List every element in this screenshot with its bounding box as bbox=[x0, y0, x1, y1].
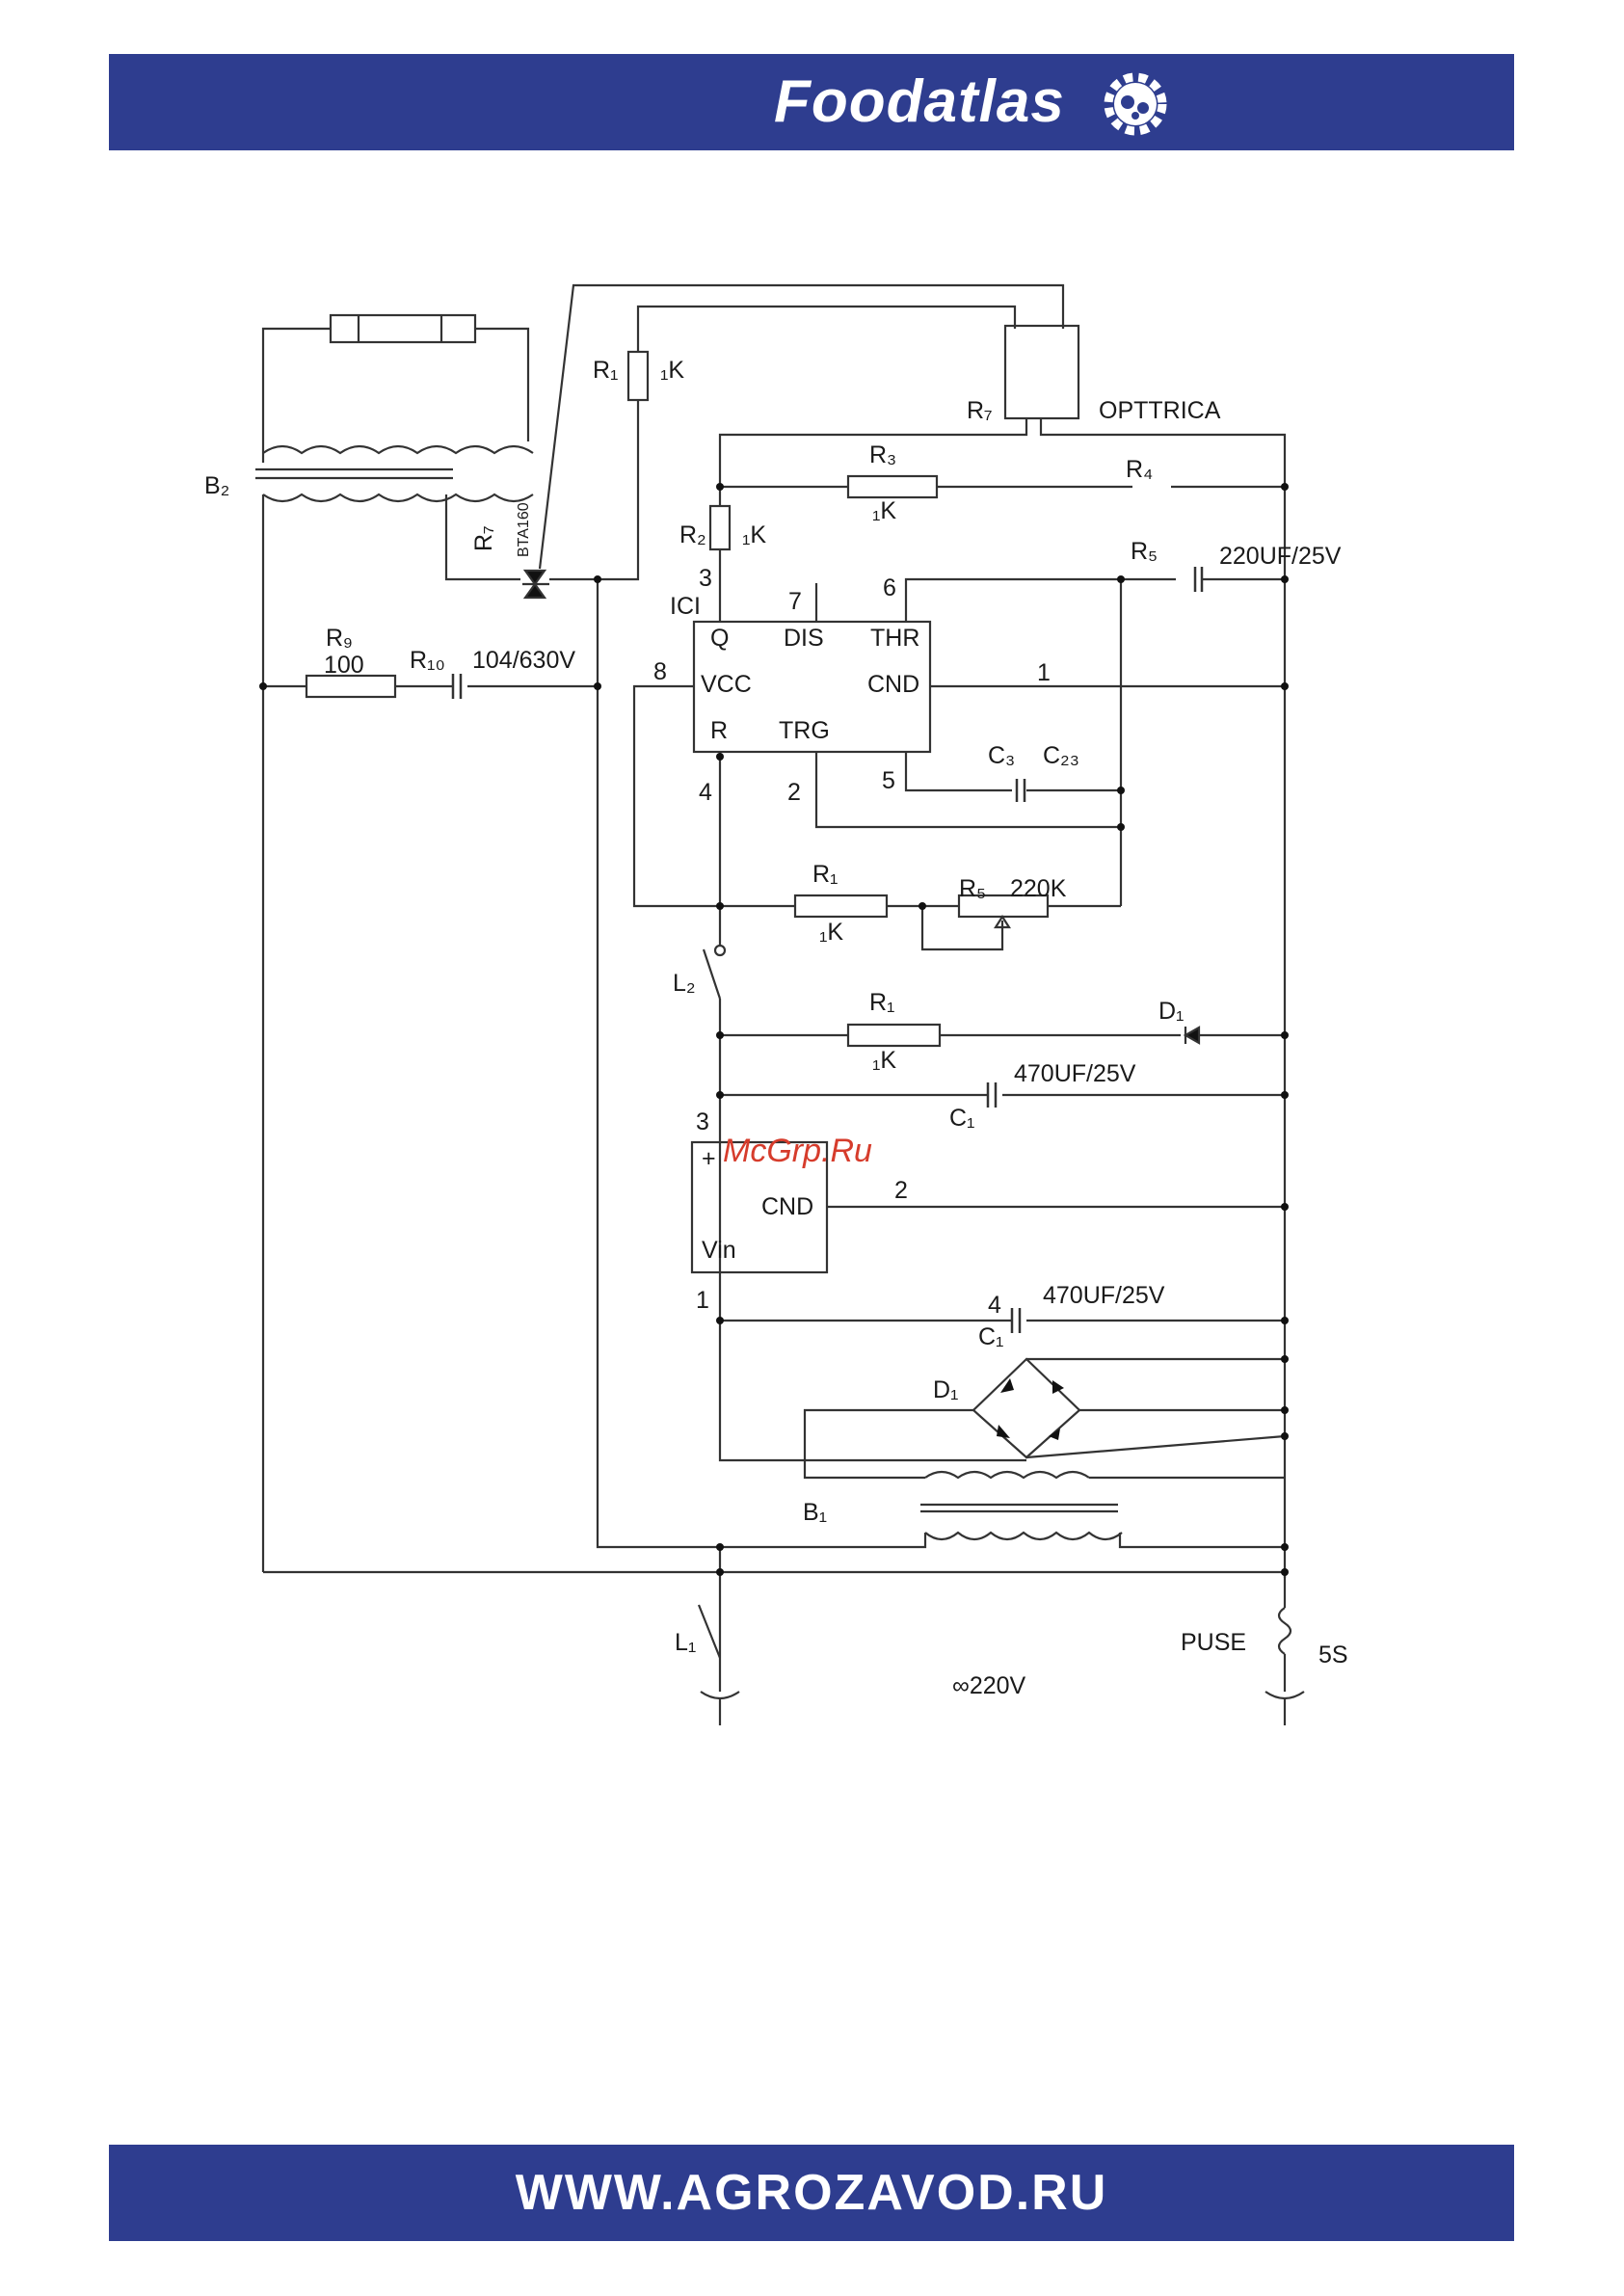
label-b1: B₁ bbox=[803, 1499, 827, 1526]
label-ic-r: R bbox=[710, 717, 728, 744]
label-r1-top: R₁ bbox=[593, 357, 619, 384]
label-r1-mid-value: ₁K bbox=[819, 919, 843, 946]
label-r9-value: 100 bbox=[324, 652, 364, 679]
label-pin-6: 6 bbox=[883, 574, 896, 601]
label-d1a: D₁ bbox=[1158, 998, 1185, 1025]
label-r2-value: ₁K bbox=[742, 521, 766, 548]
label-cap-104: 104/630V bbox=[472, 647, 575, 674]
label-r1-low-value: ₁K bbox=[872, 1047, 896, 1074]
label-plus: + bbox=[702, 1145, 716, 1172]
label-cap-220uf: 220UF/25V bbox=[1219, 543, 1342, 570]
label-pin-3: 3 bbox=[699, 565, 712, 592]
label-r7b: R₇ bbox=[967, 397, 993, 424]
label-b2: B₂ bbox=[204, 472, 229, 499]
label-reg-vin: Vin bbox=[702, 1237, 736, 1264]
label-r7a: R₇ bbox=[470, 525, 497, 551]
label-r1-low: R₁ bbox=[869, 989, 895, 1016]
label-pin-2a: 2 bbox=[787, 779, 801, 806]
label-l1: L₁ bbox=[675, 1629, 696, 1656]
optocoupler bbox=[1005, 326, 1078, 418]
label-ici: ICI bbox=[670, 593, 701, 620]
label-pin-1a: 1 bbox=[1037, 659, 1051, 686]
label-r5b-value: 220K bbox=[1010, 875, 1067, 902]
watermark-text: McGrp.Ru bbox=[723, 1133, 872, 1169]
label-cap-470a: 470UF/25V bbox=[1014, 1060, 1136, 1087]
label-r4: R₄ bbox=[1126, 456, 1153, 483]
label-pin-7: 7 bbox=[788, 588, 802, 615]
label-ic-thr: THR bbox=[870, 625, 919, 652]
label-220v: ∞220V bbox=[952, 1672, 1026, 1699]
label-pin-1b: 1 bbox=[696, 1287, 709, 1314]
label-ic-trg: TRG bbox=[779, 717, 830, 744]
label-5s: 5S bbox=[1318, 1642, 1348, 1669]
wires bbox=[255, 285, 1304, 1725]
label-d1b: D₁ bbox=[933, 1376, 959, 1403]
label-c1b: C₁ bbox=[978, 1323, 1004, 1350]
label-reg-cnd: CND bbox=[761, 1193, 813, 1220]
label-l2: L₂ bbox=[673, 970, 696, 997]
footer-banner: WWW.AGROZAVOD.RU bbox=[109, 2145, 1514, 2241]
label-r3: R₃ bbox=[869, 441, 896, 468]
label-r2: R₂ bbox=[679, 521, 706, 548]
footer-url-link[interactable]: WWW.AGROZAVOD.RU bbox=[109, 2162, 1514, 2224]
label-c1a: C₁ bbox=[949, 1105, 975, 1132]
label-opttrica: OPTTRICA bbox=[1099, 397, 1221, 424]
label-r10: R₁₀ bbox=[410, 647, 445, 674]
label-c23: C₂₃ bbox=[1043, 742, 1079, 769]
component-labels: B₂ R₇ BTA160 R₁ ₁K R₇ OPTTRICA R₃ ₁K R₄ … bbox=[204, 357, 1348, 1699]
lamp-tube bbox=[331, 315, 475, 342]
label-c3: C₃ bbox=[988, 742, 1015, 769]
label-ic-vcc: VCC bbox=[701, 671, 752, 698]
label-cap-470b: 470UF/25V bbox=[1043, 1282, 1165, 1309]
label-bta: BTA160 bbox=[516, 502, 532, 557]
label-pin-2b: 2 bbox=[894, 1177, 908, 1204]
label-r1-mid: R₁ bbox=[812, 861, 839, 888]
label-puse: PUSE bbox=[1181, 1629, 1246, 1656]
bridge-diodes bbox=[997, 1378, 1064, 1440]
label-pin-4b: 4 bbox=[988, 1292, 1001, 1319]
label-r9: R₉ bbox=[326, 625, 353, 652]
label-pin-3b: 3 bbox=[696, 1108, 709, 1135]
label-ic-cnd: CND bbox=[867, 671, 919, 698]
label-r5b: R₅ bbox=[959, 875, 986, 902]
label-r5a: R₅ bbox=[1131, 538, 1158, 565]
label-r1-top-value: ₁K bbox=[660, 357, 684, 384]
label-pin-8: 8 bbox=[653, 658, 667, 685]
label-ic-q: Q bbox=[710, 625, 729, 652]
label-pin-4: 4 bbox=[699, 779, 712, 806]
label-ic-dis: DIS bbox=[784, 625, 824, 652]
label-pin-5: 5 bbox=[882, 767, 895, 794]
label-r3-value: ₁K bbox=[872, 497, 896, 524]
